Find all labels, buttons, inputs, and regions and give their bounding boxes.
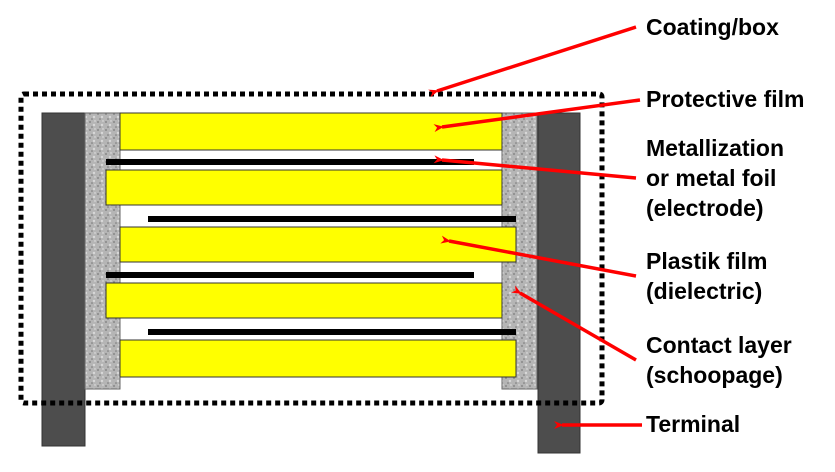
label-contact-layer: Contact layer (schoopage) (646, 332, 792, 388)
arrow-coating (428, 25, 637, 98)
label-plastic-film: Plastik film (dielectric) (646, 248, 768, 304)
electrode-foil (148, 329, 516, 335)
film-layer (119, 339, 517, 378)
electrode-foil (106, 272, 474, 278)
film-layer (119, 226, 517, 263)
arrow-protective-film (433, 98, 641, 133)
label-protective-film: Protective film (646, 86, 805, 112)
contact-layer-left (84, 112, 121, 390)
film-layer (105, 282, 503, 319)
coating-box-outline (18, 91, 605, 406)
label-coating: Coating/box (646, 14, 779, 40)
electrode-foil (106, 159, 474, 165)
arrow-contact-layer (511, 285, 637, 362)
film-layer (105, 169, 503, 206)
arrow-metallization (433, 155, 637, 180)
film-layer (119, 112, 503, 151)
label-terminal: Terminal (646, 411, 741, 437)
electrode-foil (148, 216, 516, 222)
terminal-left (41, 112, 86, 447)
label-metallization: Metallization or metal foil (electrode) (646, 135, 785, 221)
arrow-plastic-film (440, 235, 637, 278)
